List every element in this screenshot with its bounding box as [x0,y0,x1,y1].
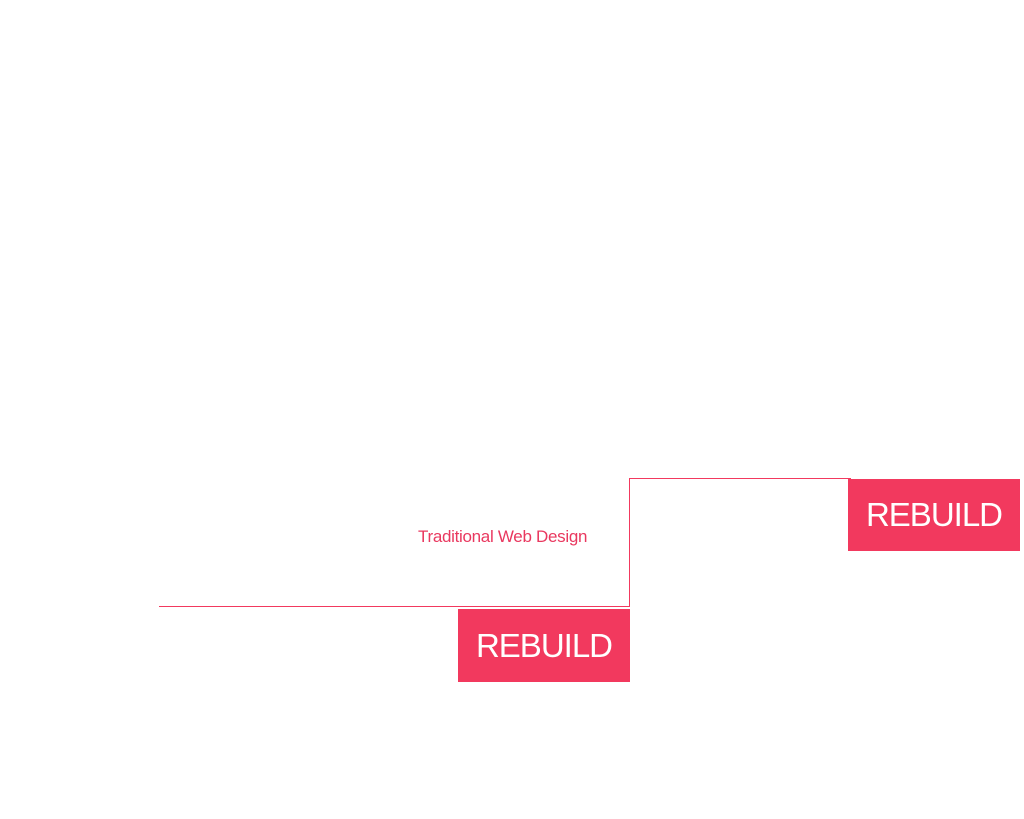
upper-step-line [629,478,851,479]
lower-step-line [159,606,630,607]
step-riser-line [629,478,630,607]
rebuild-badge-lower: REBUILD [458,609,630,682]
rebuild-badge-upper: REBUILD [848,479,1020,551]
diagram-caption: Traditional Web Design [418,527,588,546]
